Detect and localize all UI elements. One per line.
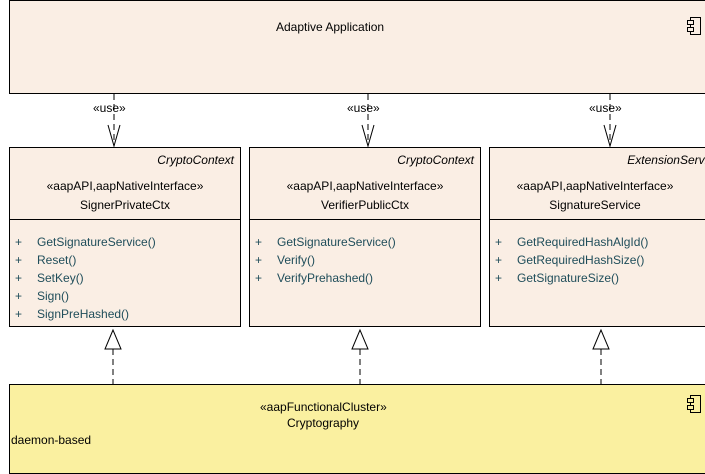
operation-name: GetSignatureService()	[277, 235, 396, 249]
open-arrow-head	[603, 124, 617, 148]
component-icon	[687, 17, 701, 35]
operation-item: + GetSignatureService()	[15, 233, 156, 251]
operation-item: + Reset()	[15, 251, 156, 269]
operation-item: + Verify()	[255, 251, 396, 269]
visibility-marker: +	[15, 253, 23, 267]
operation-item: + GetRequiredHashAlgId()	[495, 233, 648, 251]
class-header: ExtensionService «aapAPI,aapNativeInterf…	[490, 148, 705, 220]
operation-name: GetRequiredHashSize()	[517, 253, 645, 267]
operation-name: VerifyPrehashed()	[277, 271, 374, 285]
adaptive-application-component: Adaptive Application	[9, 0, 705, 94]
operation-name: SetKey()	[37, 271, 84, 285]
operation-name: GetSignatureService()	[37, 235, 156, 249]
operation-name: GetSignatureSize()	[517, 271, 620, 285]
class-parent: CryptoContext	[157, 153, 234, 167]
open-arrow-head	[107, 124, 121, 148]
class-name: SignerPrivateCtx	[79, 198, 171, 212]
class-name: VerifierPublicCtx	[320, 198, 410, 212]
operation-name: Verify()	[277, 253, 316, 267]
operations-list: + GetSignatureService() + Verify() + Verify…	[255, 233, 396, 287]
class-header: CryptoContext «aapAPI,aapNativeInterface…	[250, 148, 480, 220]
visibility-marker: +	[15, 235, 23, 249]
use-label: «use»	[589, 101, 622, 115]
class-stereotype: «aapAPI,aapNativeInterface»	[286, 179, 444, 193]
visibility-marker: +	[15, 271, 23, 285]
operation-item: + SetKey()	[15, 269, 156, 287]
use-label: «use»	[93, 101, 126, 115]
visibility-marker: +	[255, 235, 263, 249]
visibility-marker: +	[495, 235, 503, 249]
cryptography-cluster: «aapFunctionalCluster» Cryptography daem…	[9, 384, 705, 474]
class-stereotype: «aapAPI,aapNativeInterface»	[46, 179, 204, 193]
operations-list: + GetRequiredHashAlgId() + GetRequiredHash…	[495, 233, 648, 287]
cluster-note: daemon-based	[11, 433, 92, 447]
visibility-marker: +	[495, 253, 503, 267]
visibility-marker: +	[495, 271, 503, 285]
realization-triangle	[592, 328, 610, 350]
use-label: «use»	[347, 101, 380, 115]
class-name: SignatureService	[549, 198, 641, 212]
open-arrow-head	[361, 124, 375, 148]
component-title: Adaptive Application	[276, 20, 385, 34]
operations-list: + GetSignatureService() + Reset() + SetKey(…	[15, 233, 156, 323]
realization-triangle	[351, 328, 369, 350]
class-stereotype: «aapAPI,aapNativeInterface»	[516, 179, 674, 193]
operation-item: + SignPreHashed()	[15, 305, 156, 323]
visibility-marker: +	[15, 289, 23, 303]
operation-item: + GetSignatureSize()	[495, 269, 648, 287]
class-verifier-public-ctx: CryptoContext «aapAPI,aapNativeInterface…	[249, 147, 481, 327]
visibility-marker: +	[255, 253, 263, 267]
cluster-name: Cryptography	[287, 416, 360, 430]
visibility-marker: +	[15, 307, 23, 321]
operation-item: + VerifyPrehashed()	[255, 269, 396, 287]
realization-triangle	[104, 328, 122, 350]
operation-item: + Sign()	[15, 287, 156, 305]
operation-item: + GetSignatureService()	[255, 233, 396, 251]
operation-name: GetRequiredHashAlgId()	[517, 235, 649, 249]
visibility-marker: +	[255, 271, 263, 285]
operation-name: SignPreHashed()	[37, 307, 130, 321]
operation-name: Sign()	[37, 289, 70, 303]
class-parent: ExtensionService	[627, 153, 705, 167]
class-signature-service: ExtensionService «aapAPI,aapNativeInterf…	[489, 147, 705, 327]
class-signer-private-ctx: CryptoContext «aapAPI,aapNativeInterface…	[9, 147, 241, 327]
cluster-stereotype: «aapFunctionalCluster»	[260, 400, 387, 414]
operation-item: + GetRequiredHashSize()	[495, 251, 648, 269]
component-icon	[687, 395, 701, 413]
operation-name: Reset()	[37, 253, 77, 267]
class-header: CryptoContext «aapAPI,aapNativeInterface…	[10, 148, 240, 220]
class-parent: CryptoContext	[397, 153, 474, 167]
